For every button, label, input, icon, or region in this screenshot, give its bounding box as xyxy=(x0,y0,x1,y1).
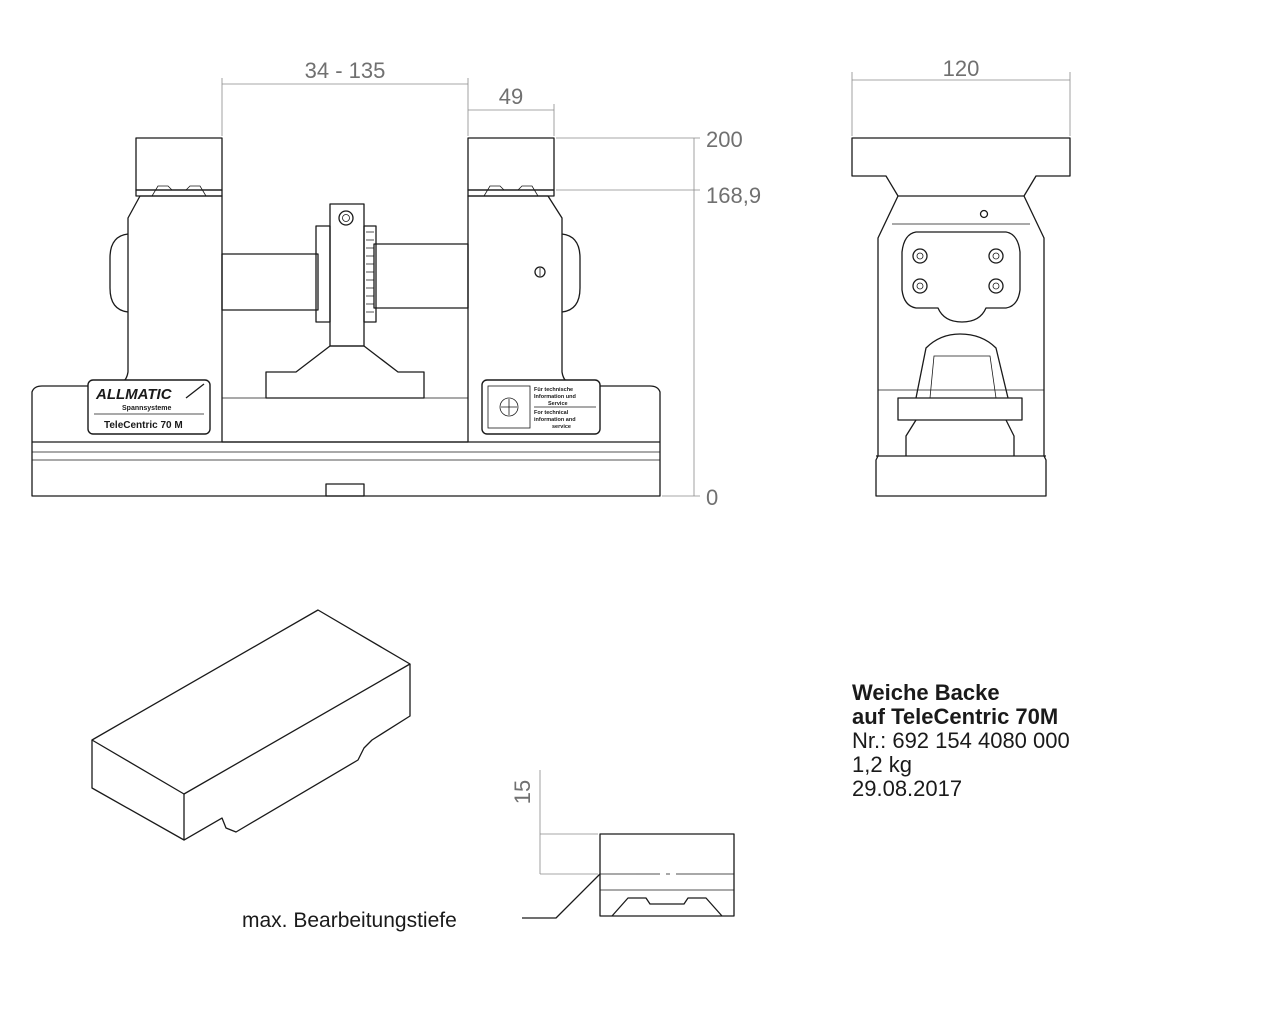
title-line1: Weiche Backe xyxy=(852,680,1000,705)
part-number: Nr.: 692 154 4080 000 xyxy=(852,728,1070,753)
nameplate-subtitle: Spannsysteme xyxy=(122,405,172,412)
scale-ticks xyxy=(366,231,374,313)
nameplate-line2: Information und xyxy=(534,394,576,400)
nameplate-line5: information and xyxy=(534,417,576,423)
dim-width-range: 34 - 135 xyxy=(305,58,386,83)
front-view: ALLMATIC Spannsysteme TeleCentric 70 M F… xyxy=(31,58,761,510)
title-line2: auf TeleCentric 70M xyxy=(852,704,1059,729)
nameplate-brand: ALLMATIC xyxy=(95,386,173,403)
front-dimensions: 34 - 135 49 200 168,9 0 xyxy=(221,58,761,510)
nameplate-right: Für technische Information und Service F… xyxy=(481,379,601,435)
dim-height-top: 200 xyxy=(706,127,743,152)
dim-jaw-width: 49 xyxy=(499,84,523,109)
annotation-label: max. Bearbeitungstiefe xyxy=(242,909,457,932)
dim-side-width: 120 xyxy=(943,56,980,81)
dim-height-zero: 0 xyxy=(706,485,718,510)
nameplate-model: TeleCentric 70 M xyxy=(104,420,183,431)
dim-jaw-detail-height: 15 xyxy=(510,780,535,804)
nameplate-line1: Für technische xyxy=(534,387,573,393)
iso-jaw xyxy=(91,609,411,841)
nameplate-left: ALLMATIC Spannsysteme TeleCentric 70 M xyxy=(87,379,211,435)
side-view: 120 xyxy=(851,56,1071,497)
title-block: Weiche Backe auf TeleCentric 70M Nr.: 69… xyxy=(852,681,1070,801)
dim-height-jaw: 168,9 xyxy=(706,183,761,208)
nameplate-line3: Service xyxy=(548,401,568,407)
jaw-detail: 15 max. Bearbeitungstiefe xyxy=(242,770,735,932)
weight: 1,2 kg xyxy=(852,752,912,777)
nameplate-line6: service xyxy=(552,424,571,430)
date: 29.08.2017 xyxy=(852,776,963,801)
nameplate-line4: For technical xyxy=(534,410,569,416)
